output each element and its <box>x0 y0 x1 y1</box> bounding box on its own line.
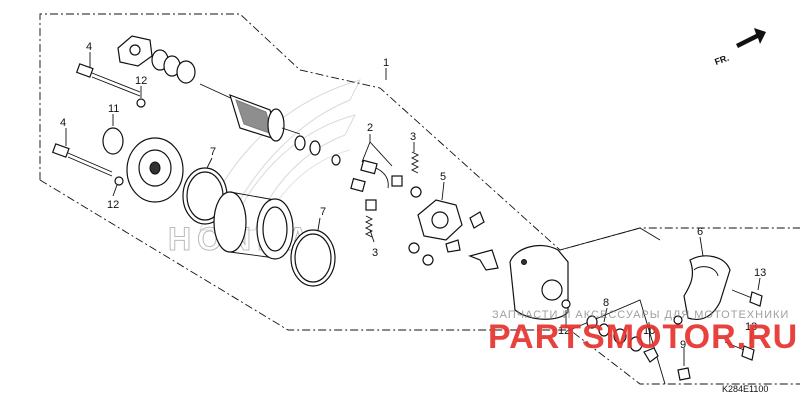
nut-9 <box>677 367 691 381</box>
callout-3-upper: 3 <box>410 131 416 143</box>
washer-top-3 <box>176 60 196 84</box>
front-cover <box>126 137 184 203</box>
spring-lower <box>364 215 374 238</box>
callout-3-lower: 3 <box>372 247 378 259</box>
callout-12-upper: 12 <box>135 75 147 87</box>
spring-upper <box>410 151 420 174</box>
callout-2: 2 <box>367 122 373 134</box>
bolt-upper <box>75 63 141 97</box>
watermark-brand: PARTSMOTOR.RU <box>488 318 798 356</box>
callout-9: 9 <box>680 339 686 351</box>
callout-13-upper: 13 <box>754 267 766 279</box>
motor-yoke <box>213 191 294 260</box>
callout-12-rear: 12 <box>558 325 570 337</box>
callout-12-lower: 12 <box>107 199 119 211</box>
washer-arm-3 <box>331 154 341 166</box>
rear-cover <box>509 245 569 320</box>
callout-4-lower: 4 <box>60 117 66 129</box>
cover-plate <box>683 255 731 321</box>
terminal-bracket <box>468 249 499 271</box>
washer-arm-1 <box>294 135 306 151</box>
collar-8-a <box>586 315 598 329</box>
washer-12-upper <box>136 98 146 108</box>
callout-11: 11 <box>108 103 119 115</box>
callout-6: 6 <box>697 226 703 238</box>
o-ring <box>102 127 124 155</box>
brush-holder <box>410 186 485 253</box>
front-direction-indicator: FR. <box>713 28 766 67</box>
nut-10 <box>643 347 659 363</box>
callout-13-lower: 13 <box>745 321 757 333</box>
bolt-13-upper <box>731 289 763 307</box>
lock-plate <box>117 35 153 67</box>
brush-set <box>350 159 403 211</box>
washer-arm-2 <box>309 140 321 156</box>
callout-5: 5 <box>440 171 446 183</box>
collar-8-b <box>598 323 610 337</box>
callout-8: 8 <box>603 297 609 309</box>
collar-8-c <box>613 328 627 344</box>
callout-7-upper: 7 <box>210 146 216 158</box>
washer-10 <box>629 336 643 352</box>
callout-10: 10 <box>643 325 655 337</box>
callout-4-upper: 4 <box>86 41 92 53</box>
watermark-tagline: ЗАПЧАСТИ И АКСЕССУАРЫ ДЛЯ МОТОТЕХНИКИ <box>492 309 789 321</box>
diagram-code: K284E1100 <box>722 384 768 394</box>
armature <box>199 83 301 142</box>
washer-9 <box>673 315 683 325</box>
washer-12-rear <box>561 299 571 309</box>
leader-lines <box>65 52 761 366</box>
washer-12-lower <box>114 176 124 186</box>
direction-label: FR. <box>713 53 730 67</box>
arrow-right-icon <box>736 28 766 48</box>
callout-7-lower: 7 <box>320 206 326 218</box>
bolt-lower <box>51 143 113 177</box>
callout-1: 1 <box>383 57 389 69</box>
bolt-13-lower <box>724 341 755 361</box>
terminal-bolt <box>408 242 434 266</box>
gasket-ring-lower-inner <box>294 233 332 283</box>
